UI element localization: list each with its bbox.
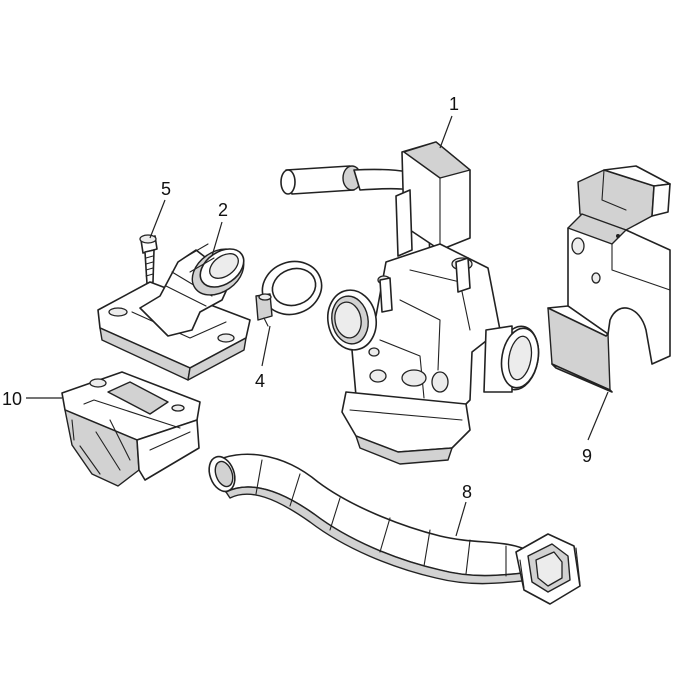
callout-10: 10 xyxy=(2,389,22,409)
callout-4: 4 xyxy=(255,371,265,391)
callout-9: 9 xyxy=(582,446,592,466)
part-1-carburetor[interactable] xyxy=(280,141,543,465)
part-2-intake-manifold[interactable] xyxy=(97,240,252,381)
leader-lines xyxy=(26,115,609,537)
callout-8: 8 xyxy=(462,482,472,502)
part-5-bolt[interactable] xyxy=(139,234,158,285)
part-9-cover[interactable] xyxy=(547,165,671,393)
leader-4 xyxy=(261,325,271,367)
leader-9 xyxy=(587,391,609,441)
leader-5 xyxy=(149,199,166,239)
callout-1: 1 xyxy=(449,94,459,114)
callout-5: 5 xyxy=(161,179,171,199)
leader-2 xyxy=(211,221,223,257)
leader-1 xyxy=(439,115,453,149)
leader-8 xyxy=(455,501,467,537)
part-8-hose[interactable] xyxy=(205,453,581,605)
callout-2: 2 xyxy=(218,200,228,220)
callout-labels: 1 2 5 4 9 8 10 xyxy=(2,94,592,502)
part-4-hose-clamp[interactable] xyxy=(255,253,329,327)
part-10-reed-valve[interactable] xyxy=(61,371,201,487)
